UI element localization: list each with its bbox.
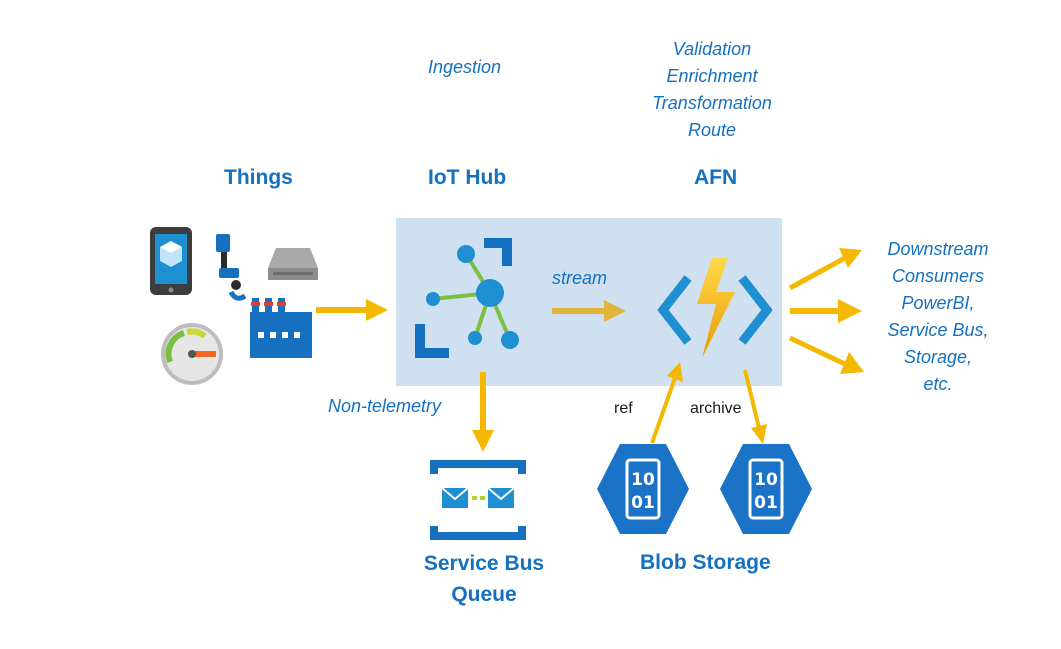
afn-function-route: Route: [687, 120, 737, 140]
afn-title: AFN: [694, 166, 738, 189]
afn-functions-list: Validation Enrichment Transformation Rou…: [612, 36, 812, 144]
arrow-archive: [743, 369, 767, 444]
non-telemetry-label: Non-telemetry: [328, 396, 442, 416]
afn-function-validation: Validation: [672, 39, 752, 59]
arrow-things-to-hub: [316, 299, 388, 321]
afn-function-transformation: Transformation: [652, 93, 772, 113]
things-title: Things: [224, 166, 293, 189]
blob-storage-title: Blob Storage: [640, 551, 771, 574]
afn-function-enrichment: Enrichment: [666, 66, 758, 86]
gauge-icon: [161, 323, 223, 385]
downstream-line: Consumers: [891, 266, 985, 286]
service-bus-queue-icon: [430, 460, 526, 540]
factory-icon: [250, 298, 312, 358]
blob-storage-icon: 10 01: [597, 444, 689, 534]
downstream-line: etc.: [923, 374, 953, 394]
downstream-line: Service Bus,: [887, 320, 989, 340]
arrows-to-downstream: [788, 248, 864, 374]
ingestion-label: Ingestion: [428, 57, 502, 77]
arrow-non-telemetry: [472, 372, 494, 452]
downstream-consumers-list: Downstream Consumers PowerBI, Service Bu…: [866, 236, 1010, 398]
iot-hub-icon: [415, 238, 519, 358]
phone-icon: [150, 227, 192, 295]
archive-label: archive: [690, 400, 742, 417]
arrow-stream: [552, 300, 626, 322]
hard-drive-icon: [268, 248, 318, 280]
azure-function-icon: [657, 258, 773, 358]
robot-arm-icon: [216, 234, 247, 301]
iot-hub-title: IoT Hub: [428, 166, 507, 189]
service-bus-queue-title: Service Bus Queue: [404, 548, 564, 610]
blob-glyph-top: 10: [631, 470, 655, 490]
blob-glyph-bottom: 01: [631, 493, 655, 513]
blob-glyph-top: 10: [754, 470, 778, 490]
downstream-line: Storage,: [903, 347, 973, 367]
queue-line: Queue: [451, 583, 517, 606]
downstream-line: PowerBI,: [901, 293, 975, 313]
blob-storage-icon: 10 01: [720, 444, 812, 534]
ref-label: ref: [614, 400, 633, 417]
service-bus-line: Service Bus: [423, 552, 545, 575]
stream-label: stream: [552, 268, 608, 288]
blob-glyph-bottom: 01: [754, 493, 778, 513]
arrow-ref: [650, 362, 683, 444]
downstream-line: Downstream: [887, 239, 989, 259]
